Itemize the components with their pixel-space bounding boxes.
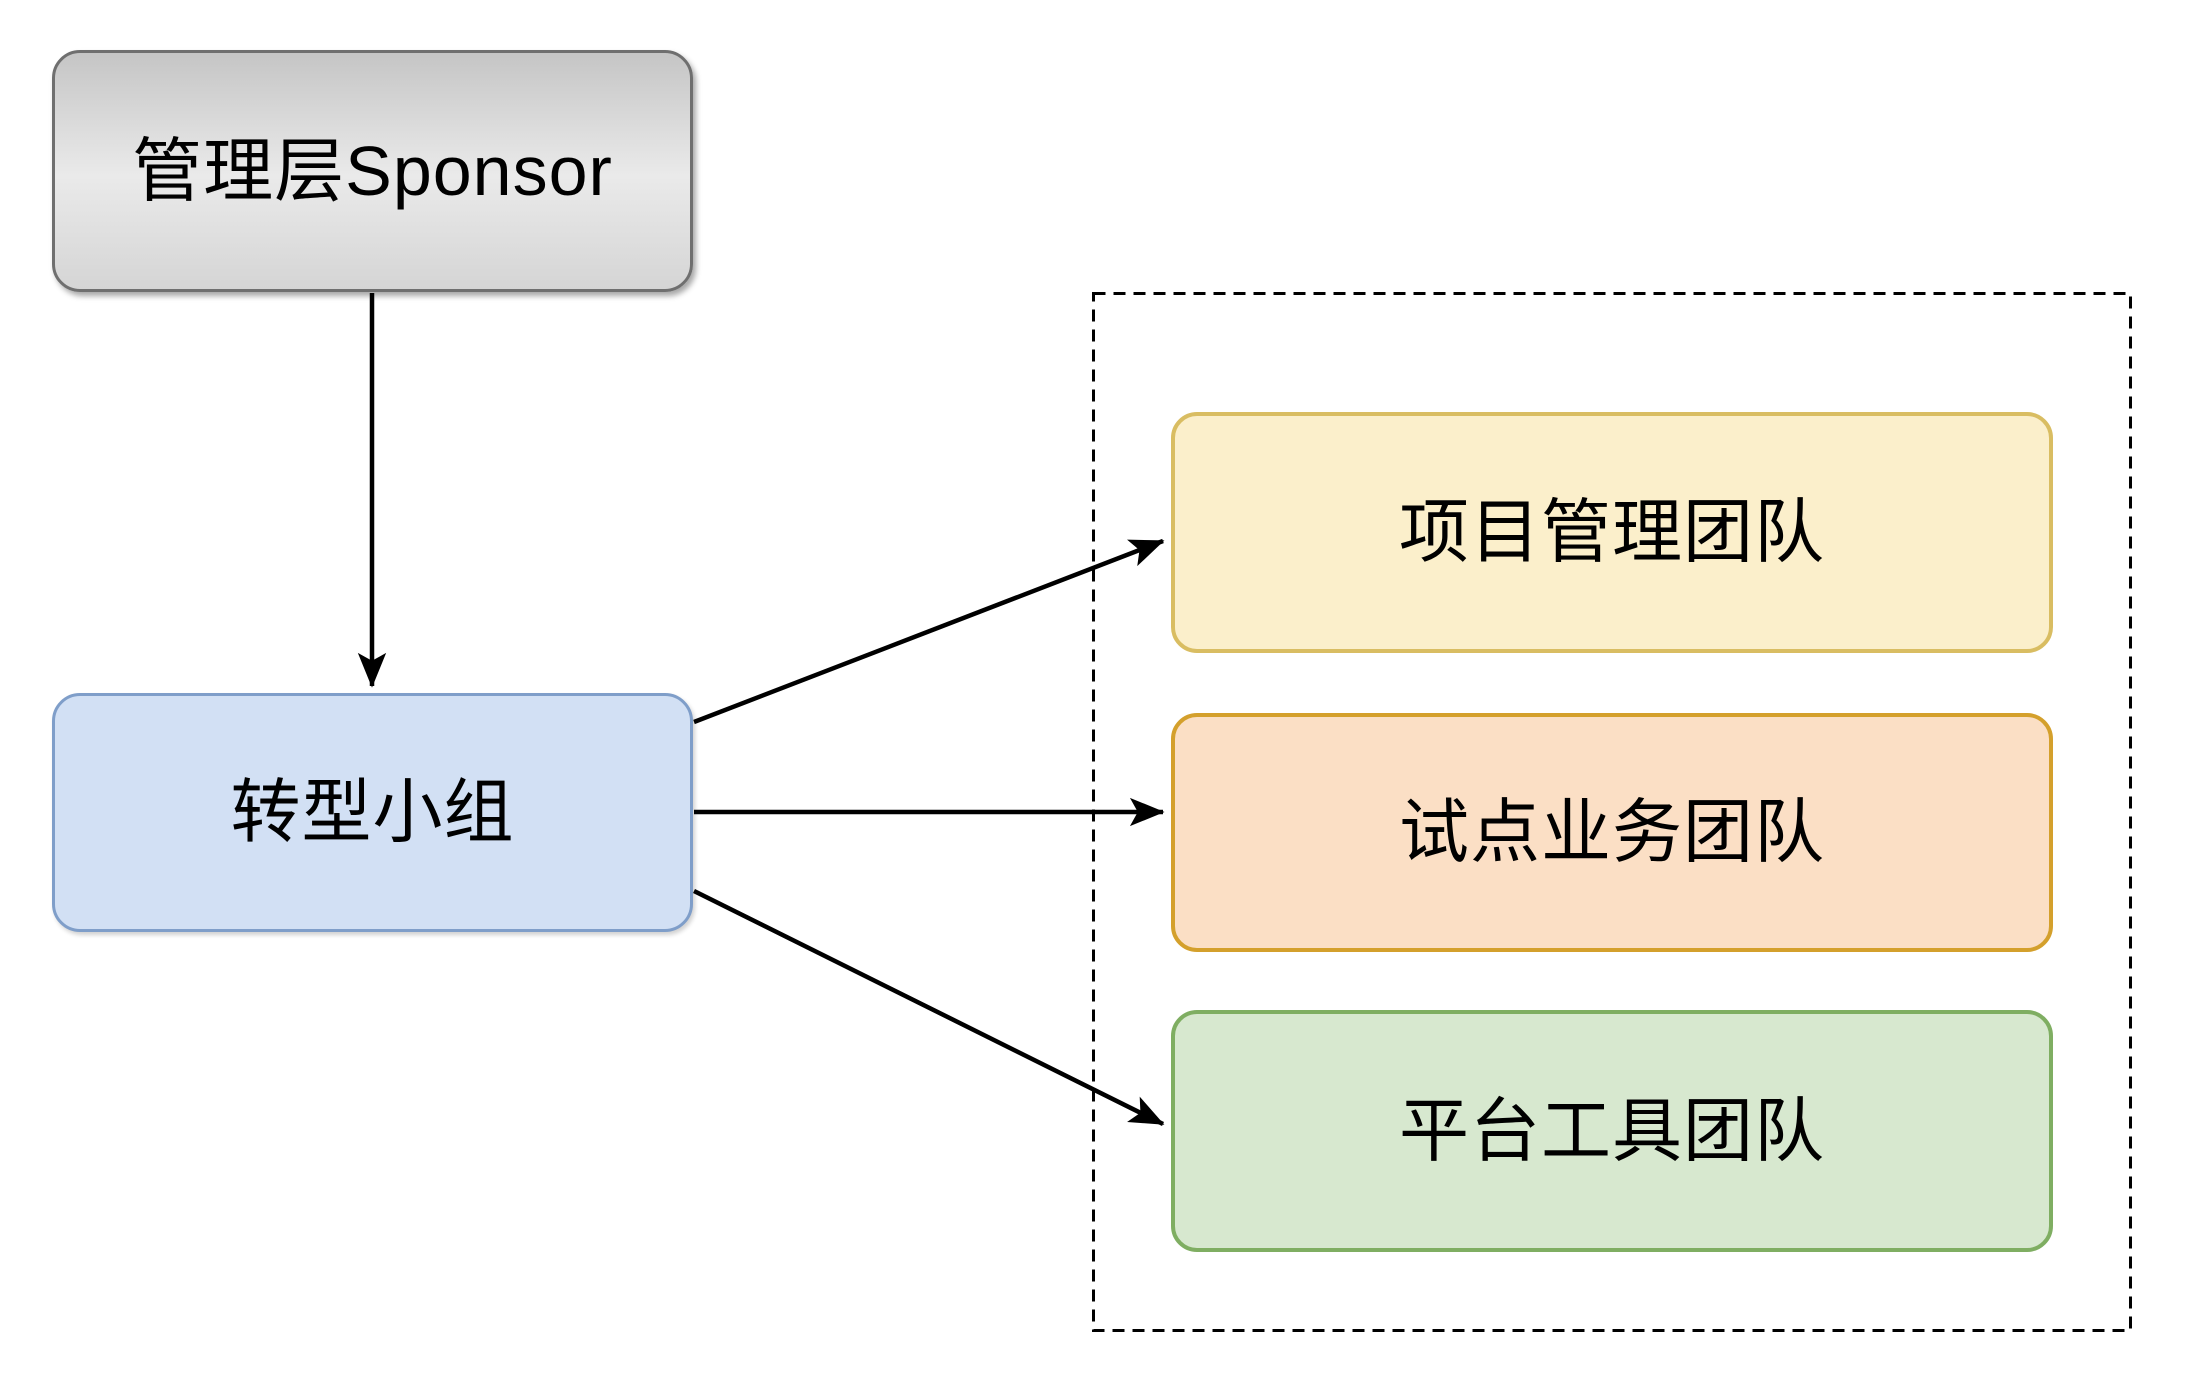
node-project-management-team-label: 项目管理团队 [1399, 493, 1825, 571]
node-sponsor: 管理层Sponsor [52, 50, 693, 292]
node-platform-tools-team: 平台工具团队 [1171, 1010, 2053, 1252]
node-platform-tools-team-label: 平台工具团队 [1399, 1091, 1825, 1170]
edge-transformation-group-to-platform-tools-team [692, 888, 1165, 1127]
edge-transformation-group-to-project-management-team [693, 538, 1165, 725]
node-project-management-team: 项目管理团队 [1171, 412, 2053, 653]
node-pilot-business-team: 试点业务团队 [1171, 713, 2053, 952]
node-transformation-group: 转型小组 [52, 693, 693, 932]
node-transformation-group-label: 转型小组 [230, 773, 515, 851]
node-sponsor-label: 管理层Sponsor [132, 131, 613, 210]
node-pilot-business-team-label: 试点业务团队 [1399, 793, 1825, 871]
